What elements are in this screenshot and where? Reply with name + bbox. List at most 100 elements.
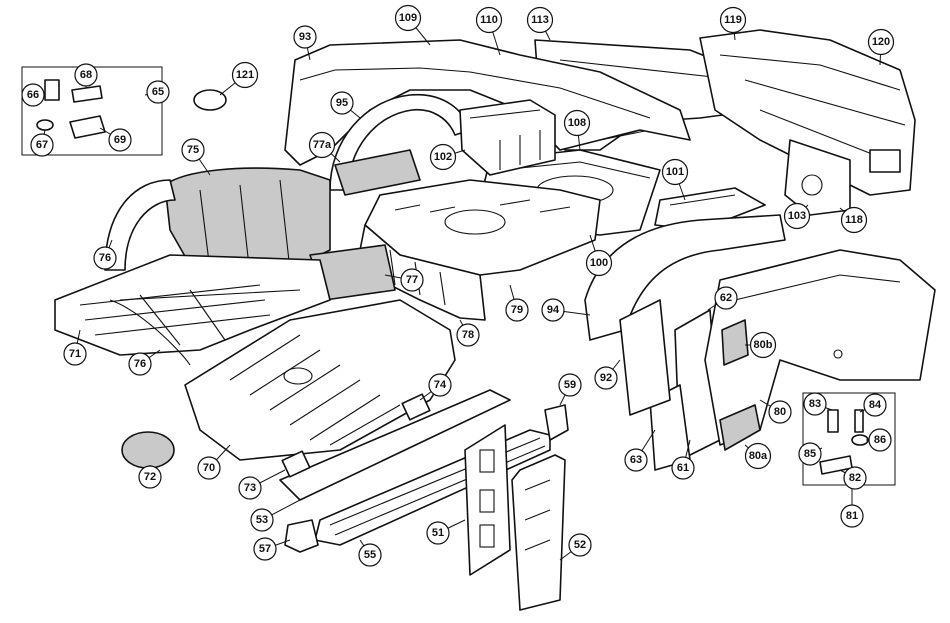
- callout-c76a: 76: [93, 246, 117, 270]
- callout-circle-c70: [197, 456, 221, 480]
- callout-c79: 79: [505, 298, 529, 322]
- callout-circle-c101: [661, 158, 689, 186]
- callout-c101: 101: [661, 158, 689, 186]
- callout-label-c83: 83: [809, 398, 821, 410]
- callout-label-c95: 95: [336, 97, 348, 109]
- callout-c65: 65: [146, 80, 170, 104]
- callout-label-c65: 65: [152, 86, 164, 98]
- callout-c108: 108: [563, 109, 591, 137]
- callout-label-c66: 66: [27, 89, 39, 101]
- callout-label-c53: 53: [256, 514, 268, 526]
- callout-circle-c121: [231, 61, 259, 89]
- callout-c53: 53: [250, 508, 274, 532]
- callout-circle-c81: [840, 504, 864, 528]
- callout-circle-c80b: [749, 331, 777, 359]
- callout-circle-c76a: [93, 246, 117, 270]
- callout-c77a: 77a: [308, 131, 336, 159]
- callout-circle-c51: [426, 521, 450, 545]
- callout-c95: 95: [330, 91, 354, 115]
- callout-label-c73: 73: [244, 482, 256, 494]
- callout-label-c102: 102: [434, 151, 452, 163]
- callout-c83: 83: [803, 392, 827, 416]
- callout-circle-c75: [181, 138, 205, 162]
- callout-circle-c80: [768, 400, 792, 424]
- outer-sill-panel: [279, 389, 511, 501]
- callout-circle-c52: [568, 533, 592, 557]
- callout-circle-c74: [428, 373, 452, 397]
- callout-circle-c72: [138, 465, 162, 489]
- callout-c103: 103: [783, 202, 811, 230]
- callout-label-c93: 93: [299, 31, 311, 43]
- tunnel-cover: [334, 149, 421, 196]
- callout-circle-c109: [394, 4, 422, 32]
- callout-label-c55: 55: [364, 549, 376, 561]
- callout-label-c78: 78: [462, 329, 474, 341]
- b-post-outer: [511, 454, 566, 611]
- callout-circle-c118: [840, 206, 868, 234]
- callout-label-c113: 113: [531, 14, 549, 26]
- callout-circle-c100: [585, 249, 613, 277]
- callout-circle-c67: [30, 133, 54, 157]
- rear-crossmember-panel: [699, 29, 916, 196]
- tunnel-grommet-plug: [193, 89, 227, 111]
- callout-c80: 80: [768, 400, 792, 424]
- callout-c80b: 80b: [749, 331, 777, 359]
- callout-circle-c102: [429, 143, 457, 171]
- callout-label-c75: 75: [187, 144, 199, 156]
- callout-c81: 81: [840, 504, 864, 528]
- callout-label-c101: 101: [666, 166, 684, 178]
- inner-wing-section: [619, 299, 671, 416]
- callout-label-c59: 59: [564, 379, 576, 391]
- callout-label-c84: 84: [869, 399, 882, 411]
- callout-circle-c95: [330, 91, 354, 115]
- callout-c66: 66: [21, 83, 45, 107]
- callout-label-c110: 110: [480, 14, 498, 26]
- callout-circle-c77a: [308, 131, 336, 159]
- callout-c110: 110: [475, 6, 503, 34]
- sill-front-cap: [544, 404, 569, 441]
- callout-circle-c84: [863, 393, 887, 417]
- callout-label-c76a: 76: [99, 252, 111, 264]
- callout-circle-c71: [63, 342, 87, 366]
- callout-circle-c59: [558, 373, 582, 397]
- callout-c72: 72: [138, 465, 162, 489]
- callout-c67: 67: [30, 133, 54, 157]
- callout-label-c76b: 76: [134, 358, 146, 370]
- front-floor-panel: [54, 254, 331, 356]
- callout-label-c85: 85: [804, 448, 816, 460]
- callout-label-c80a: 80a: [749, 450, 768, 462]
- b-post-inner: [464, 424, 511, 576]
- callout-c86: 86: [868, 428, 892, 452]
- front-inner-wing: [584, 214, 786, 341]
- callout-circle-c66: [21, 83, 45, 107]
- callout-c109: 109: [394, 4, 422, 32]
- callout-circle-c80a: [744, 442, 772, 470]
- callout-label-c77a: 77a: [313, 139, 332, 151]
- callout-c74: 74: [428, 373, 452, 397]
- callout-c62: 62: [714, 286, 738, 310]
- callout-c71: 71: [63, 342, 87, 366]
- callout-label-c67: 67: [36, 139, 48, 151]
- callout-circle-c76b: [128, 352, 152, 376]
- callout-label-c61: 61: [677, 462, 689, 474]
- callout-c61: 61: [671, 456, 695, 480]
- callout-label-c94: 94: [547, 304, 560, 316]
- callout-circle-c53: [250, 508, 274, 532]
- callout-label-c74: 74: [434, 379, 447, 391]
- callout-label-c57: 57: [259, 543, 271, 555]
- rear-lamp-panel: [784, 139, 851, 216]
- callout-circle-c110: [475, 6, 503, 34]
- callout-label-c108: 108: [568, 117, 586, 129]
- callout-circle-c82: [843, 466, 867, 490]
- callout-label-c51: 51: [432, 527, 444, 539]
- callout-label-c52: 52: [574, 539, 586, 551]
- callout-c84: 84: [863, 393, 887, 417]
- callout-c102: 102: [429, 143, 457, 171]
- callout-c92: 92: [594, 366, 618, 390]
- callout-c93: 93: [293, 25, 317, 49]
- callout-circle-c85: [798, 442, 822, 466]
- callout-c120: 120: [867, 28, 895, 56]
- callout-c63: 63: [624, 448, 648, 472]
- callout-label-c86: 86: [874, 434, 886, 446]
